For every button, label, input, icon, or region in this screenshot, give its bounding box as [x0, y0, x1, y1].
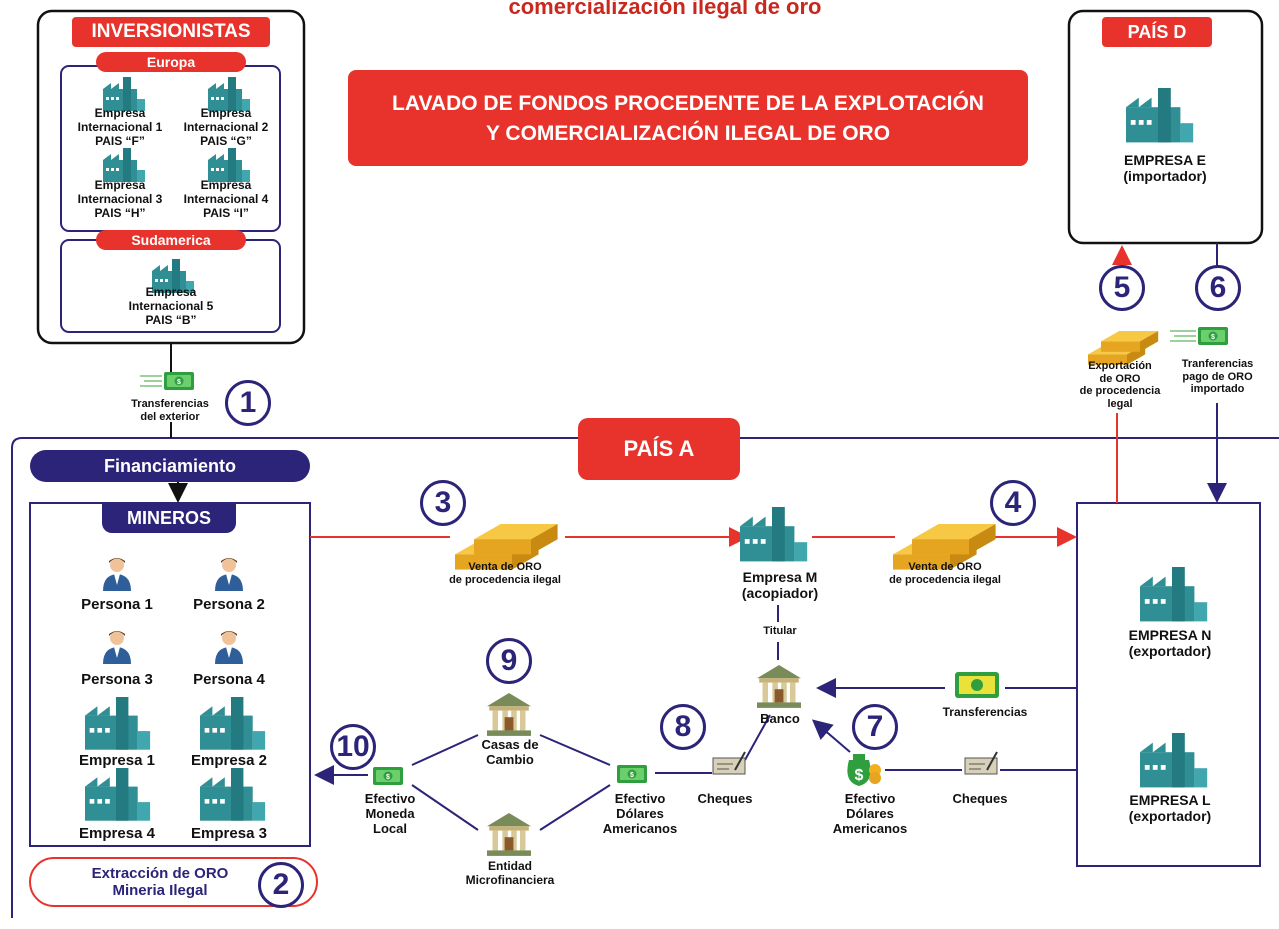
cheques-right-label: Cheques [952, 791, 1008, 806]
step-7-badge: 7 [852, 704, 898, 750]
empresa-1-label: Empresa 1 [79, 752, 155, 769]
step-6-badge: 6 [1195, 265, 1241, 311]
extraction-pill [29, 857, 318, 907]
extraction-label: Extracción de ORO Mineria Ilegal [91, 865, 229, 900]
miners-box [29, 502, 311, 847]
step-5-label: Exportación de ORO de procedencia legal [1079, 360, 1161, 410]
banco-label: Banco [760, 711, 800, 726]
efectivo-usd-right-label: Efectivo Dólares Americanos [832, 791, 908, 836]
title-banner: LAVADO DE FONDOS PROCEDENTE DE LA EXPLOT… [348, 70, 1028, 166]
south-america-title: Sudamerica [96, 230, 246, 250]
money-transfer-icon [140, 372, 194, 390]
entidad-micro-label: Entidad Microfinanciera [465, 859, 555, 887]
investors-title: INVERSIONISTAS [72, 17, 270, 47]
step-2-badge: 2 [258, 862, 304, 908]
money-transfer-icon [1170, 327, 1228, 345]
transferencias-label: Transferencias [942, 705, 1028, 719]
cheques-left-label: Cheques [697, 791, 753, 806]
step-6-label: Tranferencias pago de ORO importado [1181, 358, 1254, 396]
empresa-3-label: Empresa 3 [191, 825, 267, 842]
step-5-badge: 5 [1099, 265, 1145, 311]
money-bill-icon [617, 765, 647, 783]
europe-title: Europa [96, 52, 246, 72]
step-9-badge: 9 [486, 638, 532, 684]
company-e-label: EMPRESA E (importador) [1123, 152, 1207, 185]
cheque-icon [964, 751, 998, 775]
bank-icon [757, 665, 801, 708]
svg-text:$: $ [855, 767, 864, 784]
financing-pill: Financiamiento [30, 450, 310, 482]
step-10-badge: 10 [330, 724, 376, 770]
efectivo-local-label: Efectivo Moneda Local [364, 791, 416, 836]
country-a-boundary [11, 437, 1279, 918]
person-3-label: Persona 3 [81, 671, 153, 688]
person-2-label: Persona 2 [193, 596, 265, 613]
titular-label: Titular [763, 625, 797, 637]
company-int-1: Empresa Internacional 1 PAIS “F” [77, 106, 163, 148]
money-bill-icon [955, 672, 999, 698]
company-int-4: Empresa Internacional 4 PAIS “I” [183, 178, 269, 220]
person-1-label: Persona 1 [81, 596, 153, 613]
cheque-icon [712, 751, 746, 775]
casas-cambio-label: Casas de Cambio [481, 737, 539, 767]
empresa-2-label: Empresa 2 [191, 752, 267, 769]
bank-icon [487, 693, 531, 736]
step-3-badge: 3 [420, 480, 466, 526]
exporters-box [1076, 502, 1261, 867]
miners-title: MINEROS [102, 503, 236, 533]
money-bill-icon [373, 767, 403, 785]
person-4-label: Persona 4 [193, 671, 265, 688]
empresa-4-label: Empresa 4 [79, 825, 155, 842]
step-4-label: Venta de ORO de procedencia ilegal [889, 561, 1001, 586]
empresa-l-label: EMPRESA L (exportador) [1128, 792, 1212, 825]
page-title-top: comercialización ilegal de oro [508, 0, 822, 19]
factory-icon [740, 507, 808, 562]
company-int-3: Empresa Internacional 3 PAIS “H” [77, 178, 163, 220]
empresa-m-label: Empresa M (acopiador) [741, 569, 819, 602]
money-bag-icon: $ [847, 754, 881, 786]
efectivo-usd-left-label: Efectivo Dólares Americanos [602, 791, 678, 836]
step-3-label: Venta de ORO de procedencia ilegal [449, 561, 561, 586]
bank-icon [487, 813, 531, 856]
step-1-badge: 1 [225, 380, 271, 426]
company-int-5: Empresa Internacional 5 PAIS “B” [128, 285, 214, 327]
country-a-title: PAÍS A [578, 418, 740, 480]
step-4-badge: 4 [990, 480, 1036, 526]
step-8-badge: 8 [660, 704, 706, 750]
company-int-2: Empresa Internacional 2 PAIS “G” [183, 106, 269, 148]
country-d-title: PAÍS D [1102, 17, 1212, 47]
step-1-label: Transferencias del exterior [131, 398, 209, 423]
empresa-n-label: EMPRESA N (exportador) [1128, 627, 1212, 660]
